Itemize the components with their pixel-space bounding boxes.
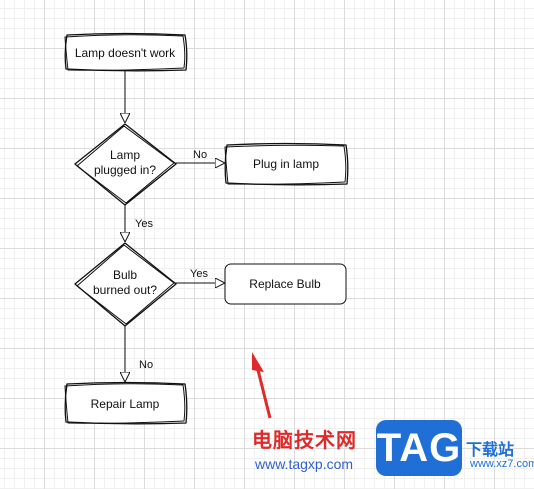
node-label-line-2: plugged in? bbox=[94, 163, 156, 177]
watermark-domain: www.xz7.com bbox=[470, 458, 534, 470]
node-repair-lamp[interactable]: Repair Lamp bbox=[64, 381, 188, 425]
watermark-url: www.tagxp.com bbox=[255, 456, 354, 472]
node-label-line-1: Bulb bbox=[113, 268, 137, 282]
node-bulb-burned-out[interactable]: Bulb burned out? bbox=[74, 242, 177, 327]
node-label-line-2: burned out? bbox=[93, 283, 157, 297]
node-label: Plug in lamp bbox=[253, 157, 319, 171]
node-label: Replace Bulb bbox=[249, 277, 321, 291]
node-label: Lamp doesn't work bbox=[75, 46, 176, 60]
node-lamp-plugged-in[interactable]: Lamp plugged in? bbox=[74, 123, 177, 206]
edge-label-bulb-yes: Yes bbox=[190, 268, 208, 280]
node-replace-bulb[interactable]: Replace Bulb bbox=[224, 263, 347, 305]
node-label-line-1: Lamp bbox=[110, 148, 140, 162]
watermark-tag-logo: TAG bbox=[376, 420, 462, 476]
edges bbox=[125, 70, 224, 381]
node-plug-in-lamp[interactable]: Plug in lamp bbox=[224, 142, 349, 186]
watermark-site-name: 电脑技术网 bbox=[252, 428, 357, 452]
watermark-download-label: 下载站 bbox=[466, 440, 515, 459]
edge-label-bulb-no: No bbox=[139, 359, 153, 371]
node-lamp-doesnt-work[interactable]: Lamp doesn't work bbox=[64, 32, 188, 72]
red-arrow-icon bbox=[252, 352, 272, 419]
node-label: Repair Lamp bbox=[91, 397, 160, 411]
edge-label-plugged-no: No bbox=[193, 149, 207, 161]
edge-label-plugged-yes: Yes bbox=[135, 218, 153, 230]
